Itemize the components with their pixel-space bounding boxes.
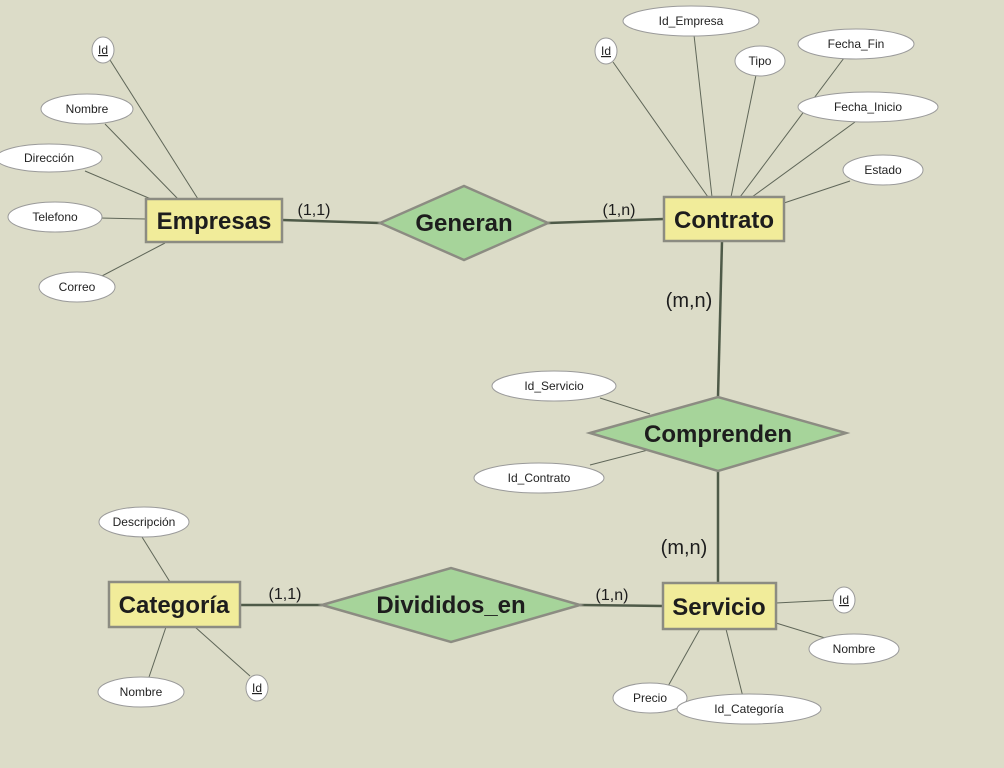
attribute-servicio-id-categoria[interactable]: Id_Categoría bbox=[676, 693, 822, 725]
entity-contrato-label: Contrato bbox=[674, 207, 774, 234]
relationship-divididos-en-label: Divididos_en bbox=[376, 592, 525, 619]
attribute-servicio-nombre[interactable]: Nombre bbox=[808, 633, 900, 665]
attribute-contrato-estado[interactable]: Estado bbox=[842, 154, 924, 186]
attribute-contrato-id-empresa[interactable]: Id_Empresa bbox=[622, 5, 760, 37]
cardinalities: (1,1) (1,n) (m,n) (m,n) (1,1) (1,n) bbox=[269, 202, 713, 604]
attribute-contrato-fecha-inicio-label: Fecha_Inicio bbox=[834, 100, 902, 114]
relationship-generan-label: Generan bbox=[415, 210, 512, 237]
attribute-empresas-id[interactable]: Id bbox=[91, 36, 115, 64]
relationship-divididos-en[interactable]: Divididos_en bbox=[317, 566, 585, 644]
attribute-contrato-fecha-fin[interactable]: Fecha_Fin bbox=[797, 28, 915, 60]
cardinality-categoria-divididos: (1,1) bbox=[269, 586, 302, 603]
attribute-categoria-nombre-label: Nombre bbox=[120, 685, 163, 699]
attribute-empresas-direccion[interactable]: Dirección bbox=[0, 143, 103, 173]
entity-servicio[interactable]: Servicio bbox=[661, 581, 778, 631]
relationship-comprenden-label: Comprenden bbox=[644, 421, 792, 448]
attribute-contrato-tipo[interactable]: Tipo bbox=[734, 45, 786, 77]
attribute-servicio-nombre-label: Nombre bbox=[833, 642, 876, 656]
attribute-categoria-descripcion[interactable]: Descripción bbox=[98, 506, 190, 538]
attribute-comprenden-id-contrato-label: Id_Contrato bbox=[508, 471, 571, 485]
entity-contrato[interactable]: Contrato bbox=[662, 195, 786, 243]
attribute-empresas-nombre[interactable]: Nombre bbox=[40, 93, 134, 125]
attribute-empresas-nombre-label: Nombre bbox=[66, 102, 109, 116]
relationship-comprenden[interactable]: Comprenden bbox=[585, 395, 851, 473]
attribute-empresas-telefono-label: Telefono bbox=[32, 210, 78, 224]
attribute-servicio-id-categoria-label: Id_Categoría bbox=[714, 702, 784, 716]
cardinality-generan-contrato: (1,n) bbox=[603, 202, 636, 219]
attribute-empresas-id-label: Id bbox=[98, 43, 108, 57]
attribute-servicio-id-label: Id bbox=[839, 593, 849, 607]
entity-servicio-label: Servicio bbox=[672, 594, 765, 621]
cardinality-contrato-comprenden: (m,n) bbox=[666, 290, 713, 312]
attribute-servicio-precio-label: Precio bbox=[633, 691, 667, 705]
attribute-contrato-id-empresa-label: Id_Empresa bbox=[659, 14, 724, 28]
attribute-comprenden-id-contrato[interactable]: Id_Contrato bbox=[473, 462, 605, 494]
entity-categoria[interactable]: Categoría bbox=[107, 580, 242, 629]
entity-empresas-label: Empresas bbox=[157, 208, 272, 235]
attribute-categoria-nombre[interactable]: Nombre bbox=[97, 676, 185, 708]
attribute-empresas-correo-label: Correo bbox=[59, 280, 96, 294]
attribute-contrato-tipo-label: Tipo bbox=[749, 54, 772, 68]
relationship-connectors bbox=[240, 217, 724, 608]
attribute-contrato-fecha-fin-label: Fecha_Fin bbox=[828, 37, 885, 51]
attribute-servicio-id[interactable]: Id bbox=[832, 586, 856, 614]
attribute-empresas-direccion-label: Dirección bbox=[24, 151, 74, 165]
attribute-contrato-fecha-inicio[interactable]: Fecha_Inicio bbox=[797, 91, 939, 123]
attribute-comprenden-id-servicio[interactable]: Id_Servicio bbox=[491, 370, 617, 402]
entity-categoria-label: Categoría bbox=[119, 592, 230, 619]
cardinality-divididos-servicio: (1,n) bbox=[596, 587, 629, 604]
attribute-contrato-id-label: Id bbox=[601, 44, 611, 58]
attribute-categoria-descripcion-label: Descripción bbox=[113, 515, 176, 529]
cardinality-comprenden-servicio: (m,n) bbox=[661, 537, 708, 559]
attribute-contrato-estado-label: Estado bbox=[864, 163, 902, 177]
relationship-generan[interactable]: Generan bbox=[376, 184, 552, 262]
attribute-empresas-correo[interactable]: Correo bbox=[38, 271, 116, 303]
entity-empresas[interactable]: Empresas bbox=[144, 197, 284, 244]
attribute-connectors bbox=[84, 34, 856, 698]
attribute-categoria-id-label: Id bbox=[252, 681, 262, 695]
attribute-empresas-telefono[interactable]: Telefono bbox=[7, 201, 103, 233]
attribute-categoria-id[interactable]: Id bbox=[245, 674, 269, 702]
attribute-contrato-id[interactable]: Id bbox=[594, 37, 618, 65]
attribute-servicio-precio[interactable]: Precio bbox=[612, 682, 688, 714]
cardinality-empresas-generan: (1,1) bbox=[298, 202, 331, 219]
attribute-comprenden-id-servicio-label: Id_Servicio bbox=[524, 379, 584, 393]
